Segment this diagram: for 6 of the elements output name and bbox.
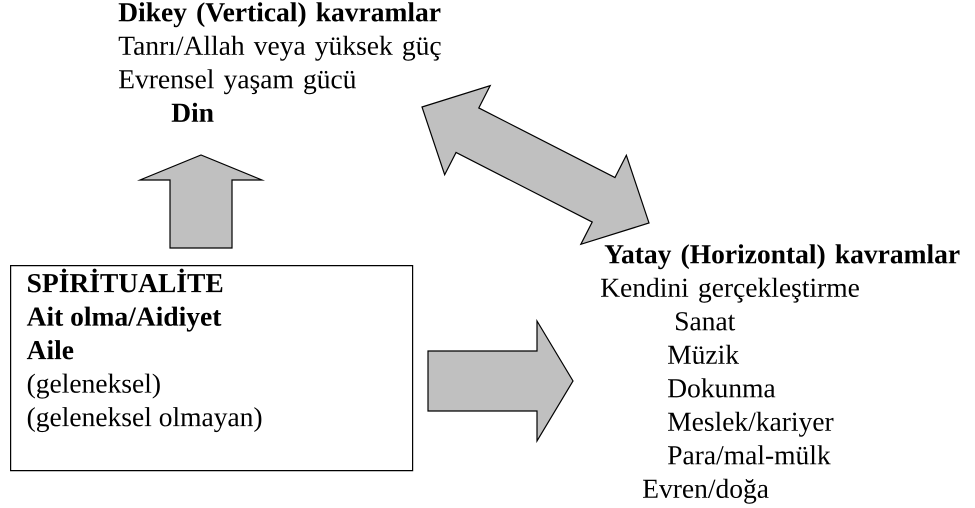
block-arrow: [421, 84, 650, 246]
block-arrow: [136, 154, 266, 249]
concept-list: Yatay (Horizontal) kavramlar Kendini gerçekleştirme Sanat Müzik Dokunma Meslek/kariyer Para/mal-mülk Evren/doğa: [601, 244, 960, 504]
block-arrow: [427, 318, 574, 444]
concept-list: Dikey (Vertical) kavramlar Tanrı/Allah veya yüksek güç Evrensel yaşam gücü Din: [118, 2, 441, 122]
concept-box: SPİRİTUALİTE Ait olma/Aidiyet Aile (geleneksel) (geleneksel olmayan): [10, 265, 414, 472]
